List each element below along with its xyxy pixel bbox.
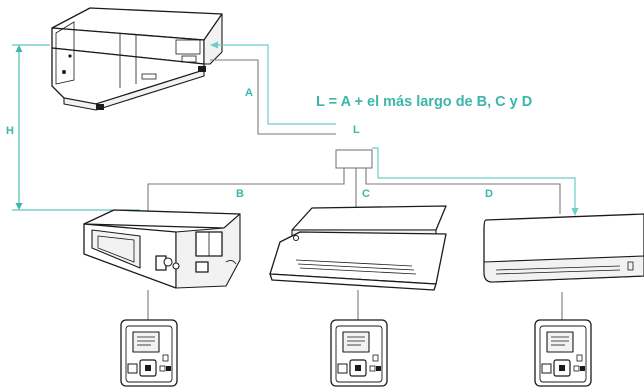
ducted-indoor-unit-icon: [83, 209, 241, 289]
pipe-label-a: A: [245, 87, 253, 99]
cassette-indoor-unit-icon: [269, 205, 447, 291]
height-label: H: [6, 125, 14, 137]
outdoor-unit-icon: [51, 7, 223, 111]
pipe-label-l: L: [353, 124, 360, 136]
pipe-label-b: B: [236, 188, 244, 200]
wired-remote-controller-icon: [534, 319, 592, 387]
wall-indoor-unit-icon: [483, 213, 644, 283]
pipe-label-c: C: [362, 188, 370, 200]
wired-remote-controller-icon: [120, 319, 178, 387]
wired-remote-controller-icon: [330, 319, 388, 387]
length-equation: L = A + el más largo de B, C y D: [316, 94, 532, 110]
longest-run-path: [210, 41, 579, 216]
refrigerant-piping: [147, 59, 563, 320]
pipe-label-d: D: [485, 188, 493, 200]
branch-box-icon: [335, 149, 373, 169]
